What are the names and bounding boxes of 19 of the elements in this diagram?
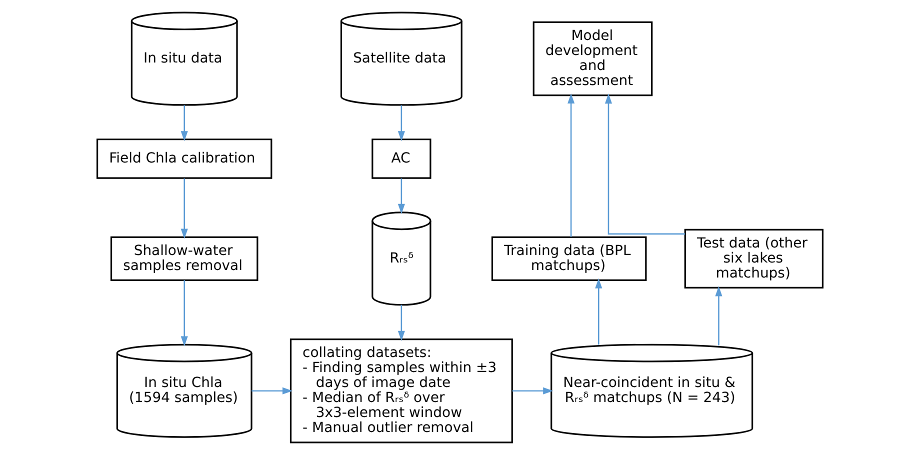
node-box: Field Chla calibration (96, 138, 272, 179)
arrow (715, 286, 722, 346)
arrow (180, 105, 188, 142)
arrow (604, 94, 686, 235)
arrow (180, 280, 188, 346)
node-box: Model development and assessment (532, 21, 653, 96)
arrow (568, 93, 575, 237)
arrow (512, 387, 554, 394)
arrow (398, 105, 405, 142)
node-box: AC (372, 138, 432, 179)
arrow (398, 178, 405, 214)
arrow (252, 387, 293, 394)
node-box: Shallow-water samples removal (110, 236, 258, 281)
arrow (595, 278, 602, 345)
arrow (398, 304, 405, 341)
node-box: Test data (other six lakes matchups) (684, 228, 824, 288)
node-box: Training data (BPL matchups) (491, 236, 647, 281)
arrow (180, 178, 188, 239)
node-box: collating datasets: - Finding samples within ±3 days of image date - Median of Rᵣₛᵟ over 3x3-element window - Manual outlier removal (290, 338, 513, 444)
